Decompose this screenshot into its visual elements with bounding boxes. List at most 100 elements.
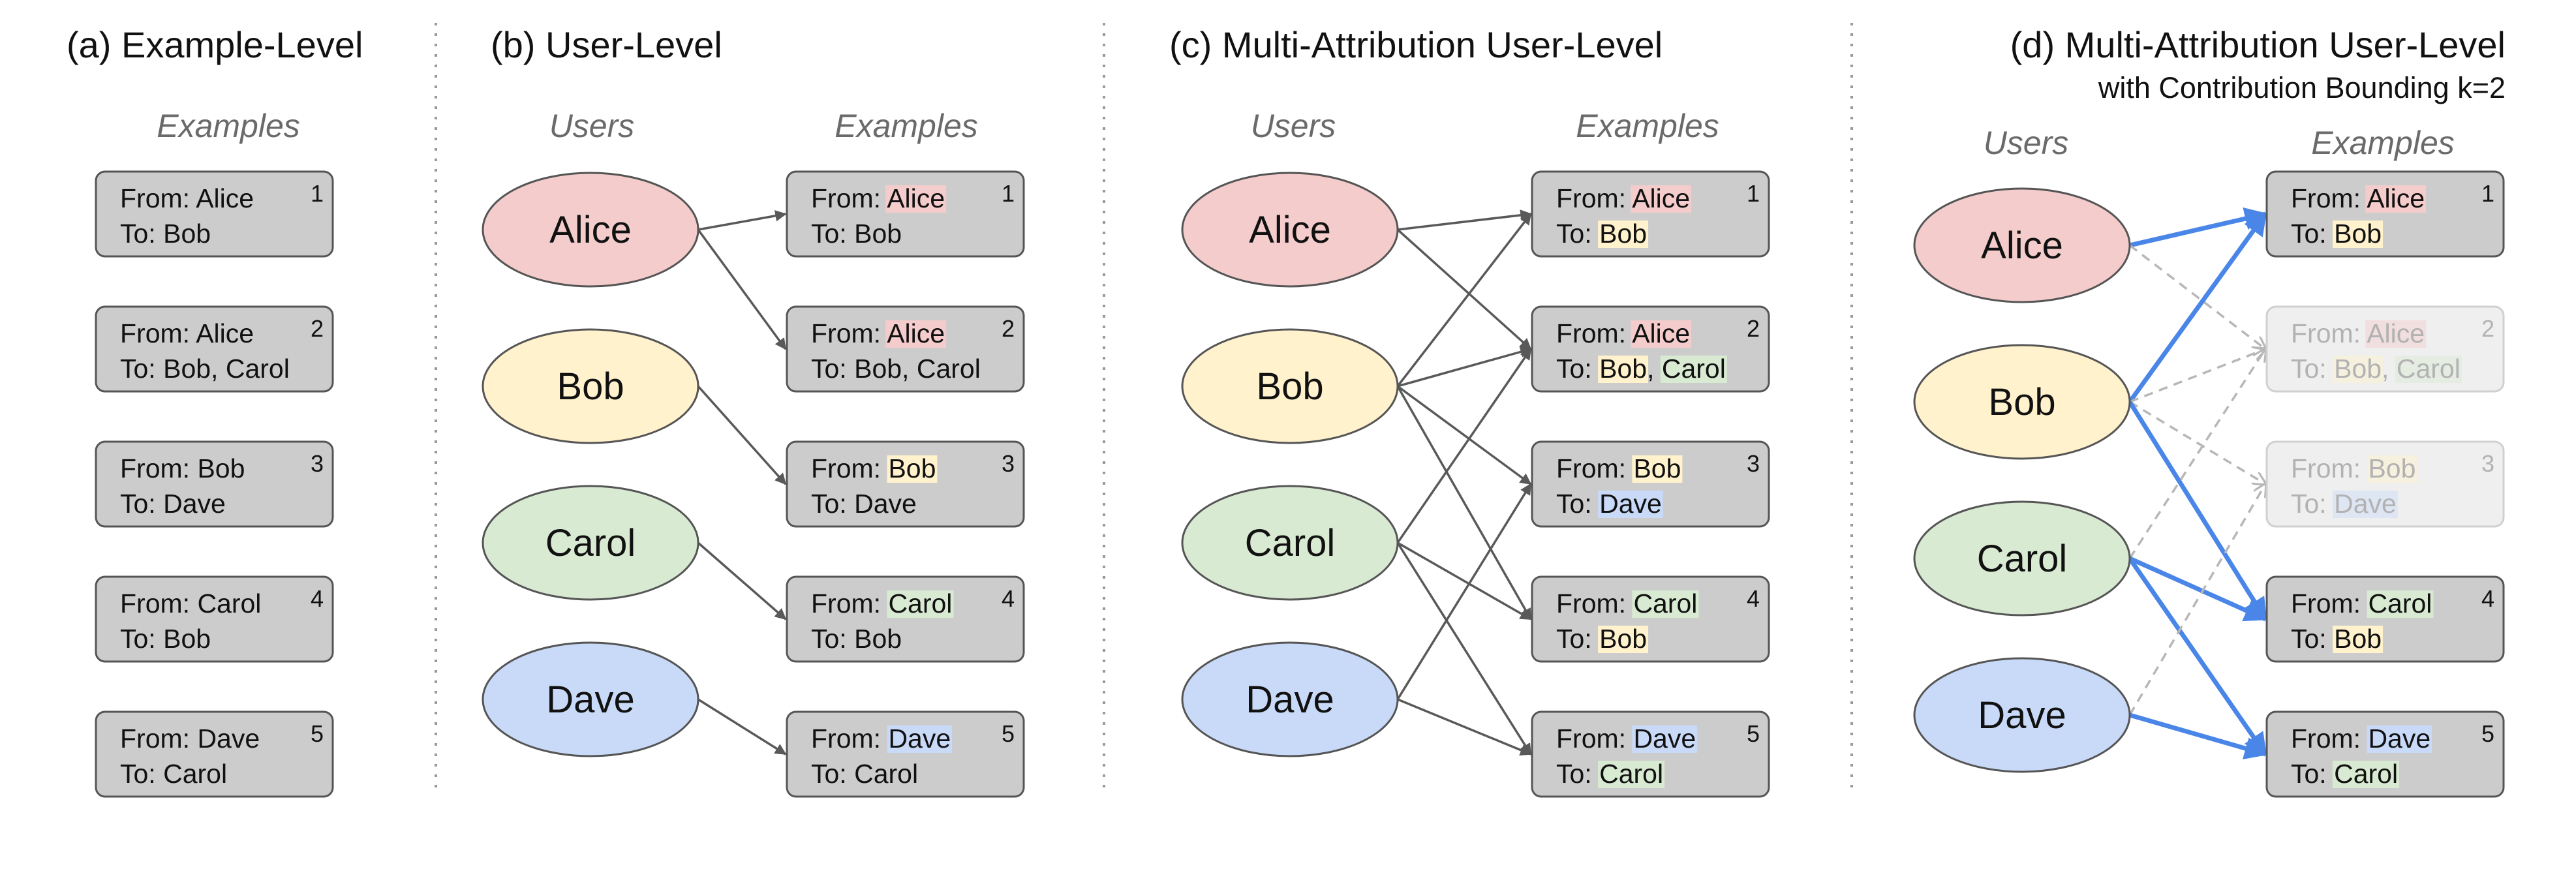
from-prefix: From: [2291,588,2368,618]
edge-arrow-kept [2128,212,2267,404]
to-user: Carol [2397,354,2461,384]
example-number: 4 [311,585,324,612]
name-highlight [1598,356,1649,383]
user-label: Dave [546,678,634,721]
edge-arrow [1396,385,1532,485]
to-user: Dave [1599,489,1662,519]
example-number: 3 [1747,450,1760,477]
from-user: Alice [2367,183,2425,213]
edge-arrow-kept [2129,712,2268,760]
name-highlight [2395,356,2462,383]
example-from-line: From: Carol [2291,588,2432,618]
panel-a: (a) Example-Level Examples From: AliceTo… [67,24,363,798]
user-node: Dave [482,641,699,757]
name-highlight [2333,761,2400,788]
user-ellipse [482,172,699,288]
example-from-line: From: Alice [120,318,254,348]
example-box-frame [95,170,334,258]
edge-arrow-dropped [2129,349,2265,403]
panel-c-users-header: Users [1251,108,1336,144]
edge-arrow-dropped [2128,484,2265,716]
example-number: 3 [1002,450,1015,477]
user-label: Carol [1977,538,2068,580]
panel-c: (c) Multi-Attribution User-Level Users E… [1169,24,1770,798]
to-user: Bob [854,354,902,384]
to-prefix: To: [2291,759,2334,789]
edge-arrow-dropped [2129,401,2265,484]
from-prefix: From: [811,724,888,754]
example-to-line: To: Dave [811,489,917,519]
to-user: Bob [1599,624,1647,654]
to-prefix: To: [2291,354,2334,384]
example-from-line: From: Bob [120,453,245,483]
example-number: 3 [2481,450,2494,477]
from-user: Alice [2367,318,2425,348]
to-user: Dave [854,489,917,519]
from-user: Alice [196,183,254,213]
user-ellipse [1913,657,2131,773]
to-user: Bob [854,219,902,249]
example-to-line: To: Dave [120,489,226,519]
name-highlight [1632,725,1698,753]
to-prefix: To: [811,489,854,519]
edge-arrow-dropped [2128,244,2265,349]
from-prefix: From: [1556,453,1633,483]
from-prefix: From: [1556,588,1633,618]
user-node: Carol [482,485,699,601]
example-from-line: From: Bob [811,453,936,483]
from-prefix: From: [120,588,197,618]
user-node: Dave [1181,641,1399,757]
to-user: Carol [917,354,981,384]
name-highlight [2365,185,2427,213]
from-user: Alice [887,183,945,213]
name-highlight [1598,626,1649,653]
example-box-frame [1531,710,1770,798]
from-prefix: From: [2291,183,2367,213]
edge-arrow [1397,209,1532,231]
name-highlight [1632,455,1683,483]
example-box-frame [95,440,334,528]
name-highlight [2333,491,2398,518]
edge-arrow-kept [2128,556,2268,622]
user-label: Dave [1246,678,1334,721]
example-to-line: To: Bob [120,624,211,654]
example-box-frame [786,575,1025,663]
user-ellipse [482,641,699,757]
example-from-line: From: Alice [1556,183,1690,213]
name-highlight [1632,590,1699,618]
from-user: Carol [888,588,952,618]
example-number: 2 [311,315,324,342]
panel-a-title: (a) Example-Level [67,24,363,65]
from-prefix: From: [2291,453,2368,483]
to-user: Bob [2334,354,2382,384]
example-to-line: To: Carol [2291,759,2398,789]
user-ellipse [1913,500,2131,617]
example-to-line: To: Bob, Carol [2291,354,2461,384]
from-user: Alice [1632,183,1690,213]
from-prefix: From: [1556,318,1632,348]
example-from-line: From: Dave [2291,724,2430,754]
panel-d: (d) Multi-Attribution User-Level with Co… [1913,24,2506,798]
edge-arrow [1396,483,1532,700]
name-highlight [2333,356,2384,383]
from-user: Dave [1633,724,1696,754]
from-user: Bob [2368,453,2415,483]
example-box-frame [95,305,334,393]
example-box-frame [1531,575,1770,663]
example-box-frame [1531,440,1770,528]
user-label: Alice [1249,209,1331,251]
